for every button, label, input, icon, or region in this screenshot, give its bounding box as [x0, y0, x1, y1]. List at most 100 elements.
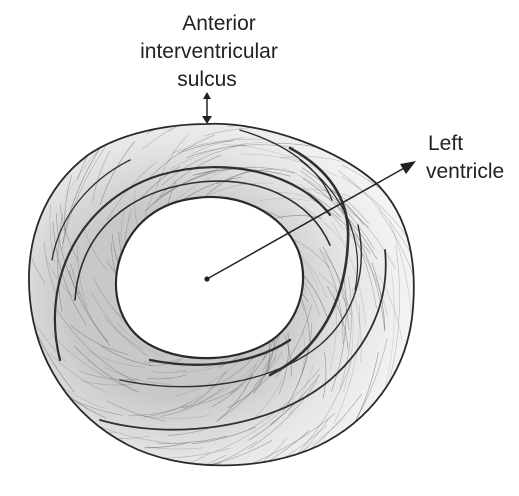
hatch-stroke — [255, 380, 283, 417]
hatch-stroke — [415, 244, 426, 406]
hatch-stroke — [91, 291, 149, 357]
hatch-stroke — [152, 370, 187, 373]
hatch-stroke — [178, 140, 234, 154]
hatch-stroke — [151, 476, 218, 488]
hatch-stroke — [43, 241, 57, 295]
hatch-stroke — [148, 359, 182, 367]
hatch-stroke — [49, 353, 107, 393]
hatch-stroke — [254, 114, 334, 123]
myocardium-ring — [0, 62, 426, 496]
hatch-stroke — [49, 204, 55, 263]
hatch-stroke — [247, 368, 321, 431]
hatch-stroke — [202, 99, 273, 104]
label-ventricle: ventricle — [426, 160, 504, 183]
hatch-stroke — [191, 137, 245, 155]
hatch-stroke — [302, 177, 378, 260]
hatch-stroke — [344, 227, 388, 316]
hatch-stroke — [240, 153, 338, 177]
hatch-stroke — [59, 204, 80, 262]
hatch-stroke — [389, 221, 412, 313]
hatch-stroke — [343, 311, 354, 393]
hatch-stroke — [100, 345, 152, 366]
hatch-stroke — [205, 440, 257, 466]
hatch-stroke — [301, 329, 305, 376]
hatch-stroke — [88, 350, 146, 368]
left-ventricle-pointer — [204, 161, 416, 282]
hatch-stroke — [322, 352, 327, 399]
hatch-stroke — [70, 325, 129, 355]
hatch-stroke — [52, 221, 87, 326]
hatch-stroke — [83, 225, 108, 272]
hatch-stroke — [149, 134, 215, 178]
hatch-stroke — [0, 271, 16, 334]
hatch-stroke — [106, 400, 166, 422]
hatch-stroke — [279, 156, 344, 163]
hatch-stroke — [299, 183, 345, 232]
hatch-stroke — [339, 276, 352, 389]
hatch-stroke — [213, 398, 295, 453]
hatch-stroke — [11, 236, 19, 307]
hatch-stroke — [248, 379, 318, 450]
hatch-stroke — [103, 67, 157, 107]
hatch-stroke — [79, 62, 123, 120]
hatch-stroke — [371, 262, 386, 330]
hatch-stroke — [253, 351, 283, 387]
hatch-stroke — [80, 371, 140, 381]
hatch-stroke — [217, 356, 276, 421]
hatch-stroke — [0, 165, 15, 254]
hatch-stroke — [168, 123, 215, 133]
hatch-stroke — [68, 270, 109, 342]
hatch-stroke — [28, 143, 34, 228]
hatch-stroke — [378, 210, 414, 298]
hatch-stroke — [128, 404, 189, 416]
hatch-stroke — [144, 442, 190, 449]
sulcus-pointer — [202, 92, 212, 124]
hatch-stroke — [302, 188, 355, 199]
hatch-stroke — [172, 138, 268, 154]
hatch-stroke — [142, 123, 197, 150]
hatch-stroke — [193, 360, 259, 405]
hatch-stroke — [61, 139, 112, 250]
hatch-stroke — [3, 152, 22, 286]
hatch-stroke — [341, 176, 408, 237]
hatch-stroke — [298, 455, 342, 466]
hatch-stroke — [135, 452, 212, 466]
hatch-stroke — [183, 371, 227, 410]
hatch-stroke — [319, 248, 344, 344]
hatch-stroke — [288, 364, 314, 416]
hatch-stroke — [275, 305, 312, 378]
hatch-stroke — [70, 263, 111, 347]
hatch-stroke — [147, 374, 186, 380]
hatch-stroke — [117, 466, 239, 474]
arrowhead-icon — [400, 161, 416, 174]
hatch-stroke — [55, 212, 80, 295]
hatch-stroke — [143, 395, 203, 418]
hatch-stroke — [331, 277, 347, 392]
hatch-stroke — [207, 440, 273, 466]
hatch-stroke — [92, 150, 111, 202]
hatch-stroke — [81, 380, 137, 386]
hatch-stroke — [378, 274, 402, 340]
hatch-stroke — [75, 470, 181, 496]
hatch-stroke — [329, 290, 337, 371]
hatch-stroke — [276, 215, 322, 219]
hatch-stroke — [162, 454, 227, 466]
hatch-stroke — [99, 141, 136, 205]
hatch-stroke — [166, 478, 235, 486]
hatch-stroke — [105, 319, 144, 350]
hatch-stroke — [77, 244, 88, 309]
hatch-stroke — [28, 217, 46, 284]
hatch-stroke — [192, 426, 257, 445]
hatch-stroke — [333, 304, 360, 424]
hatch-stroke — [219, 113, 278, 117]
hatch-stroke — [221, 437, 288, 466]
hatch-stroke — [181, 355, 243, 373]
hatch-stroke — [181, 388, 238, 408]
label-left: Left — [428, 132, 463, 155]
spiral-bands — [51, 129, 387, 431]
hatch-stroke — [115, 322, 165, 358]
hatch-stroke — [211, 463, 291, 466]
hatch-stroke — [73, 345, 139, 393]
hatch-stroke — [28, 422, 107, 466]
